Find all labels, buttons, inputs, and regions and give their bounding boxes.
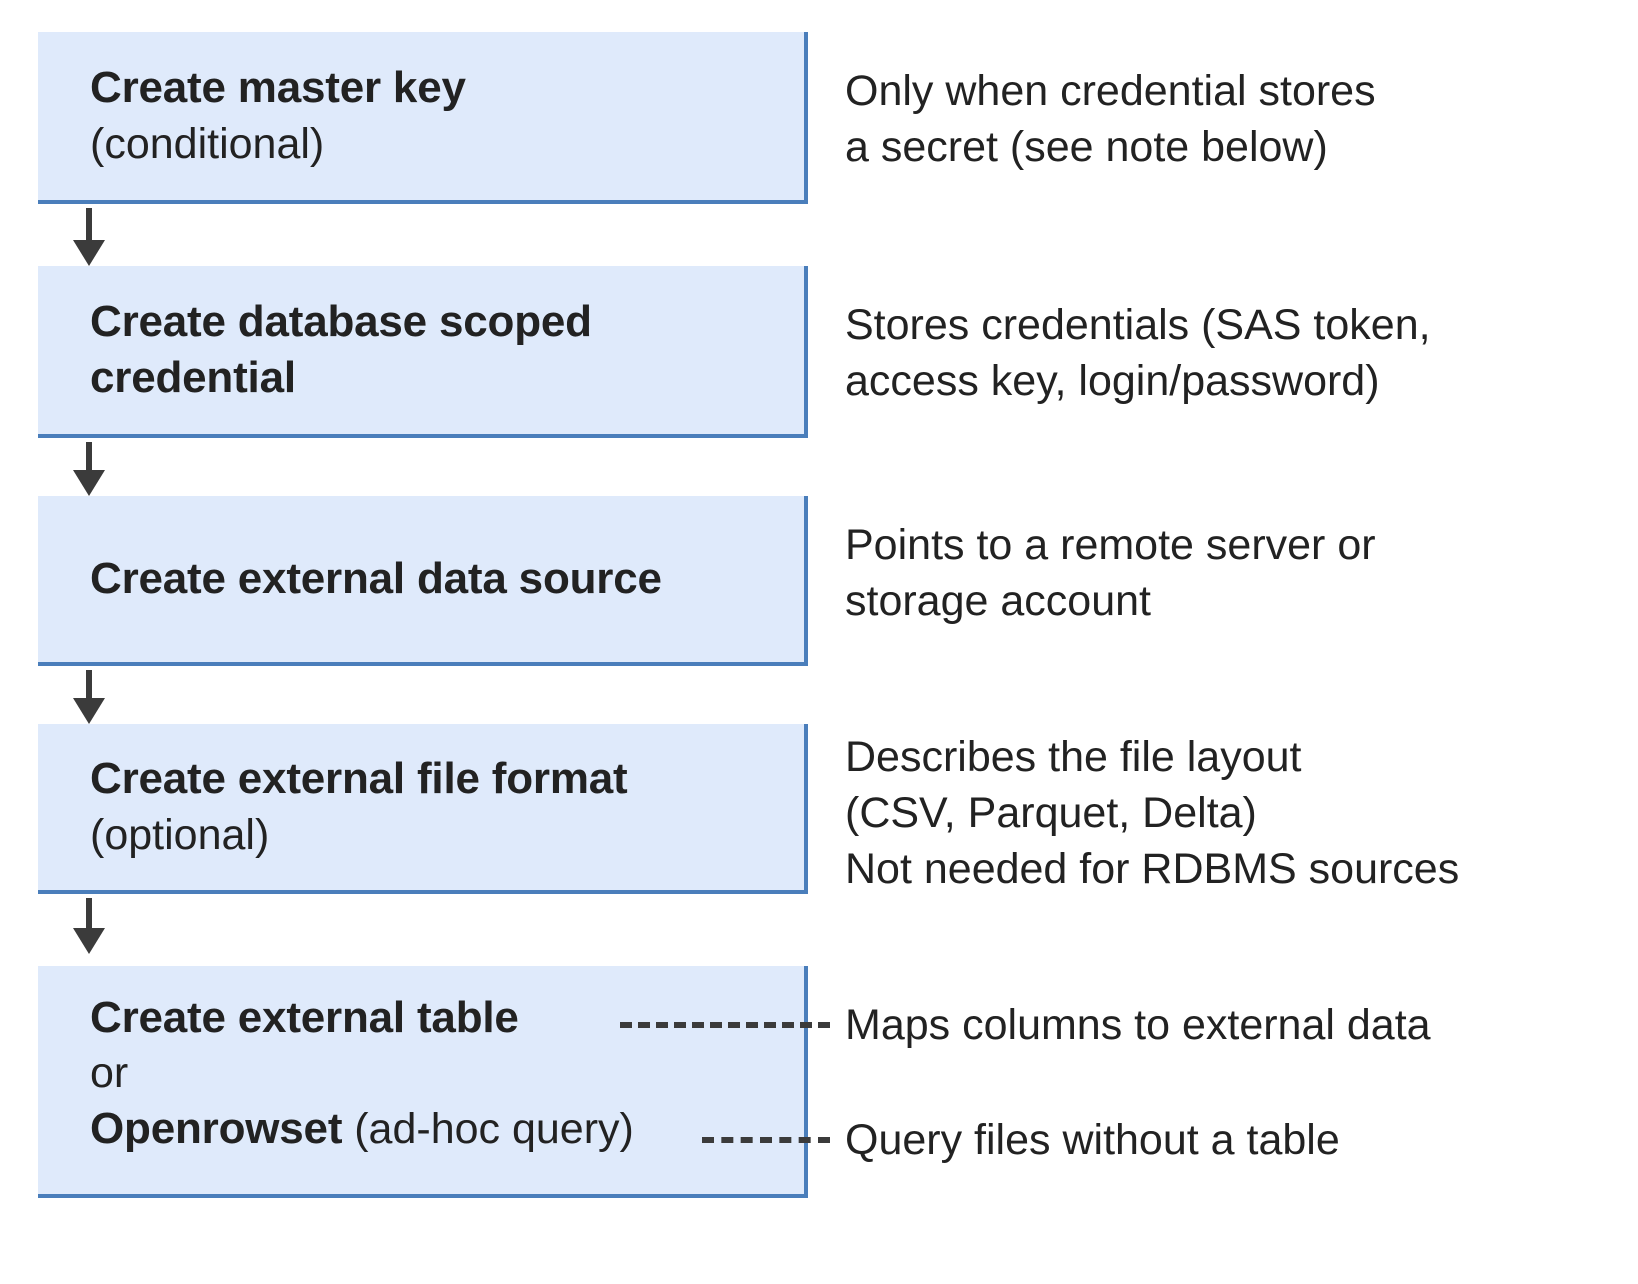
- flow-box-create-external-table-or-openrowset[interactable]: Create external table or Openrowset (ad-…: [38, 966, 808, 1198]
- step-title-line1-credential: Create database scoped: [90, 296, 592, 346]
- dashed-connector-openrowset: [702, 1137, 830, 1143]
- arrow-down-2: [73, 442, 105, 496]
- step-subtitle-create-external-file-format: (optional): [90, 810, 270, 859]
- arrow-down-4: [73, 898, 105, 954]
- note-line: a secret (see note below): [845, 122, 1328, 171]
- flow-box-create-database-scoped-credential[interactable]: Create database scoped credential: [38, 266, 808, 438]
- flow-box-create-master-key[interactable]: Create master key (conditional): [38, 32, 808, 204]
- flow-box-create-external-data-source[interactable]: Create external data source: [38, 496, 808, 666]
- note-line: Stores credentials (SAS token,: [845, 301, 1431, 349]
- step-title-line2-credential: credential: [90, 353, 296, 402]
- note-create-database-scoped-credential: Stores credentials (SAS token, access ke…: [845, 298, 1431, 410]
- step-connector-or: or: [90, 1049, 129, 1098]
- note-line: (CSV, Parquet, Delta): [845, 788, 1257, 837]
- step-title-openrowset: Openrowset: [90, 1104, 343, 1154]
- step-title-create-external-table: Create external table: [90, 993, 519, 1042]
- step-title-openrowset-suffix: (ad-hoc query): [342, 1105, 634, 1154]
- step-title-create-external-file-format: Create external file format: [90, 754, 628, 804]
- note-line: Query files without a table: [845, 1116, 1340, 1164]
- note-line: Points to a remote server or: [845, 521, 1376, 569]
- note-create-external-data-source: Points to a remote server or storage acc…: [845, 518, 1376, 630]
- step-title-create-master-key: Create master key: [90, 63, 466, 113]
- note-line: Describes the file layout: [845, 733, 1302, 781]
- note-line: Maps columns to external data: [845, 1001, 1431, 1049]
- dashed-connector-external-table: [620, 1022, 830, 1028]
- step-title-create-external-data-source: Create external data source: [90, 553, 662, 603]
- step-title-openrowset-row: Openrowset (ad-hoc query): [38, 1101, 804, 1157]
- note-create-external-table: Maps columns to external data: [845, 998, 1431, 1054]
- note-create-master-key: Only when credential stores a secret (se…: [845, 64, 1376, 176]
- note-create-external-file-format: Describes the file layout (CSV, Parquet,…: [845, 730, 1459, 898]
- flow-box-create-external-file-format[interactable]: Create external file format (optional): [38, 724, 808, 894]
- arrow-down-3: [73, 670, 105, 724]
- note-line: Not needed for RDBMS sources: [845, 844, 1460, 893]
- step-subtitle-create-master-key: (conditional): [90, 119, 325, 168]
- note-line: storage account: [845, 576, 1151, 625]
- note-line: Only when credential stores: [845, 67, 1376, 115]
- arrow-down-1: [73, 208, 105, 266]
- note-openrowset: Query files without a table: [845, 1113, 1340, 1169]
- note-line: access key, login/password): [845, 356, 1380, 405]
